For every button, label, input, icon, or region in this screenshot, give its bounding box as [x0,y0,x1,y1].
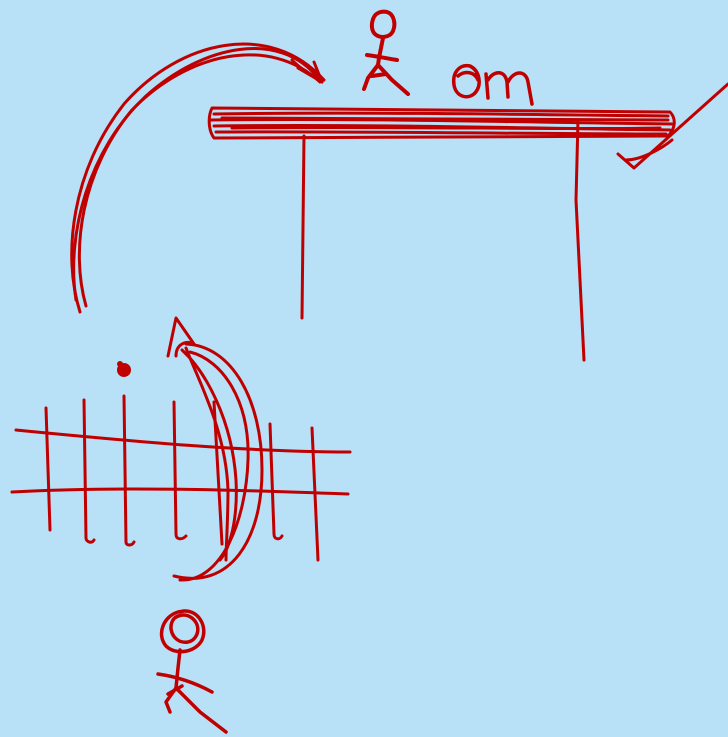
fence-rail-top [14,428,352,454]
stick-figure-top-icon [362,9,410,96]
table-leg-left [300,134,306,320]
word-on: on [451,63,534,106]
fence-rail-bottom [10,487,350,496]
arc-arrow-icon [70,42,326,314]
checkmark-icon [616,82,728,170]
arc-arrow-fence-icon [166,316,264,582]
ball-icon [117,361,131,377]
stick-figure-bottom-icon [156,609,228,734]
table-icon [207,106,676,362]
table-leg-right [574,118,586,362]
